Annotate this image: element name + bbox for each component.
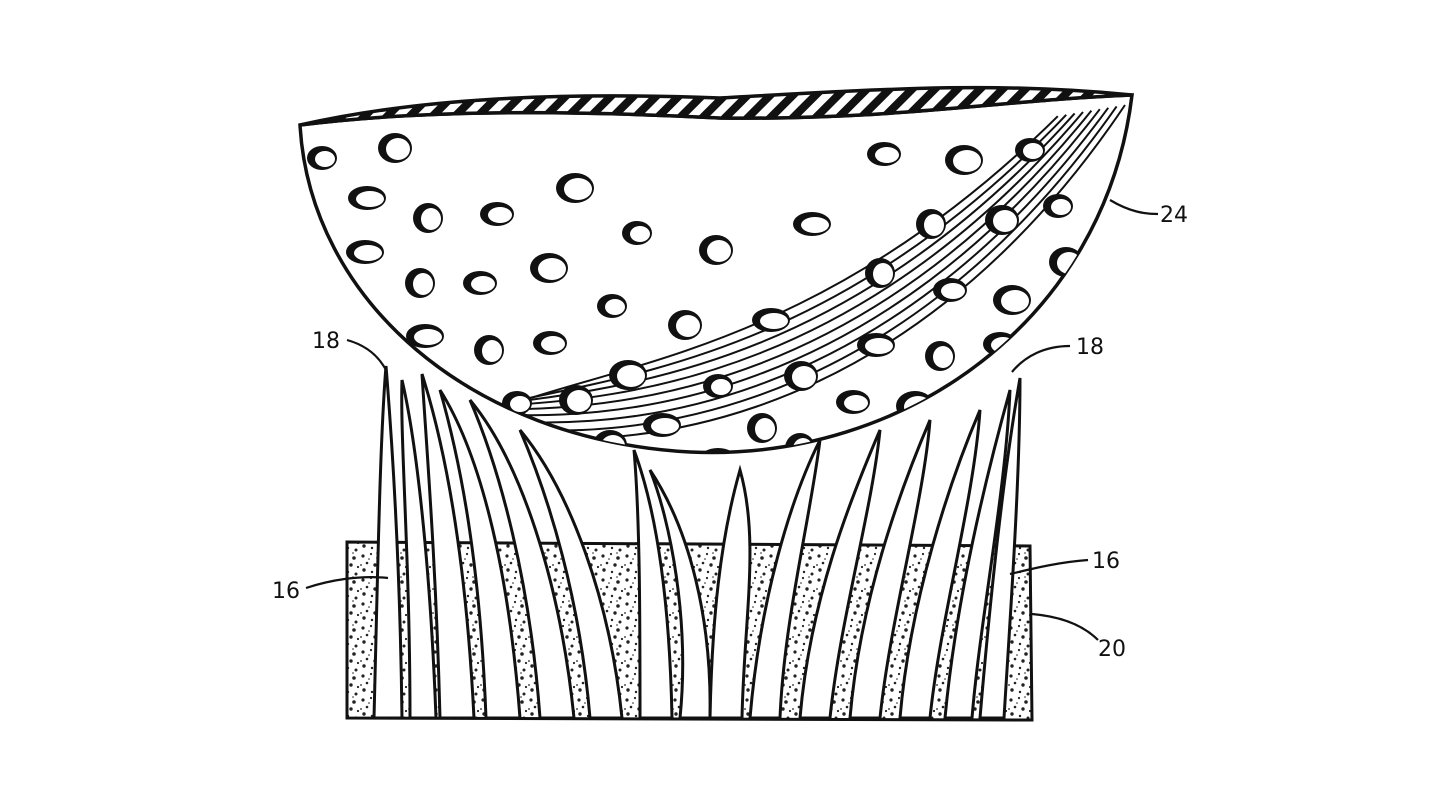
- dimple: [945, 145, 983, 175]
- dimple: [857, 333, 895, 357]
- dimple: [668, 310, 702, 340]
- dimple: [916, 209, 946, 239]
- dimple: [985, 205, 1019, 235]
- dimple: [993, 285, 1031, 315]
- dimple: [747, 413, 777, 443]
- dimple: [406, 324, 444, 348]
- dimple: [896, 391, 934, 421]
- dimple: [533, 331, 567, 355]
- dimple: [502, 391, 532, 415]
- dimple: [836, 390, 870, 414]
- dimple: [933, 278, 967, 302]
- dimple: [1015, 138, 1045, 162]
- ref-label-18-left: 18: [312, 329, 340, 354]
- ref-label-20: 20: [1098, 637, 1126, 662]
- dimple: [699, 235, 733, 265]
- cut-section: [299, 85, 1133, 127]
- dimple: [378, 133, 412, 163]
- dimple: [622, 221, 652, 245]
- dimple: [348, 186, 386, 210]
- dimple: [405, 268, 435, 298]
- grass-blades: [372, 365, 1022, 720]
- dimple: [925, 341, 955, 371]
- dimple: [793, 212, 831, 236]
- dimple: [703, 374, 733, 398]
- dimple: [413, 203, 443, 233]
- dimple: [307, 146, 337, 170]
- dimple: [597, 294, 627, 318]
- dimple: [643, 413, 681, 437]
- dimple: [965, 382, 995, 406]
- ref-label-16-left: 16: [272, 579, 300, 604]
- dimple: [865, 258, 895, 288]
- dimple: [784, 361, 818, 391]
- dimple: [480, 202, 514, 226]
- dimple: [559, 385, 593, 415]
- dimple: [609, 360, 647, 390]
- ball-contour-line: [489, 111, 1084, 407]
- ref-label-24: 24: [1160, 203, 1188, 228]
- dimple: [463, 271, 497, 295]
- dimple: [474, 335, 504, 365]
- dimple: [699, 448, 737, 453]
- ref-label-18-right: 18: [1076, 335, 1104, 360]
- dimple: [530, 253, 568, 283]
- leader-lines: [305, 199, 1159, 641]
- dimple: [752, 308, 790, 332]
- golf-ball: [298, 85, 1134, 455]
- dimple: [556, 173, 594, 203]
- dimple: [346, 240, 384, 264]
- dimple: [1031, 305, 1069, 335]
- dimple: [867, 142, 901, 166]
- dimple: [1043, 194, 1073, 218]
- ref-label-16-right: 16: [1092, 549, 1120, 574]
